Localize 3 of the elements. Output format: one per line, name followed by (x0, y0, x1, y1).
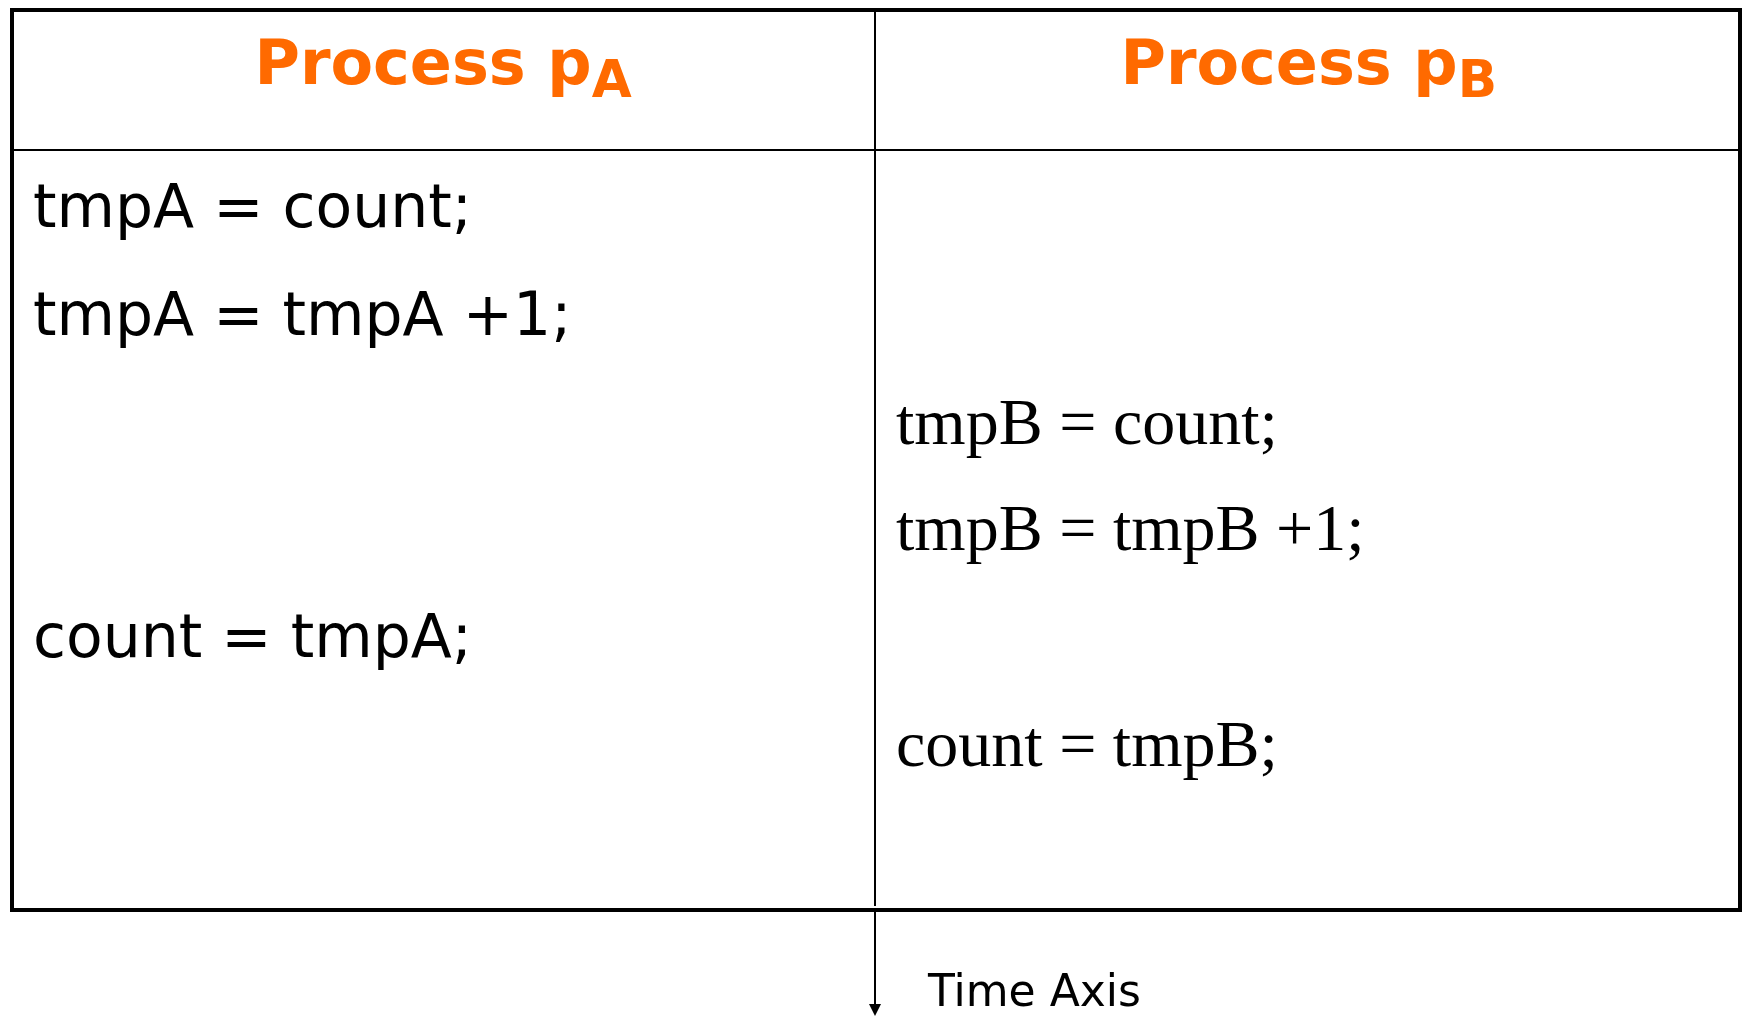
column-header: Process p$_{B}$ (1120, 31, 1498, 106)
column-header: Process p$_{A}$ (254, 31, 632, 106)
axis-label: Time Axis (928, 968, 1141, 1013)
